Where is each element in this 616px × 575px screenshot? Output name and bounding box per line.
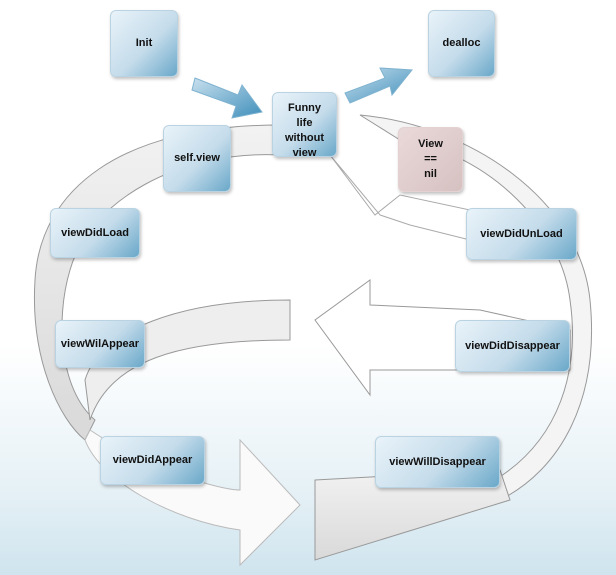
node-label: viewWillDisappear	[389, 455, 486, 468]
node-view-will-disappear: viewWillDisappear	[375, 436, 500, 488]
node-label: viewDidAppear	[112, 454, 193, 467]
node-funny-life: Funny life without view	[272, 92, 337, 159]
upper-cycle-band	[33, 124, 281, 441]
node-label: viewWilAppear	[60, 337, 140, 350]
funny-to-dealloc-arrow	[344, 67, 413, 104]
node-view-did-disappear: viewDidDisappear	[455, 320, 570, 372]
node-self-view: self.view	[163, 125, 231, 192]
node-init: Init	[110, 10, 178, 77]
init-to-funny-arrow	[191, 77, 263, 119]
node-label: viewDidUnLoad	[480, 227, 563, 240]
node-view-did-load: viewDidLoad	[50, 208, 140, 258]
node-label: viewDidDisappear	[465, 339, 560, 352]
node-view-will-appear: viewWilAppear	[55, 320, 145, 368]
node-label: Init	[135, 37, 153, 50]
node-view-did-unload: viewDidUnLoad	[466, 208, 577, 260]
node-dealloc: dealloc	[428, 10, 495, 77]
node-label: dealloc	[442, 37, 481, 50]
node-label: self.view	[174, 152, 220, 165]
node-label: viewDidLoad	[61, 226, 129, 239]
node-label: View == nil	[418, 138, 443, 180]
node-label: Funny life without view	[284, 102, 325, 159]
node-view-did-appear: viewDidAppear	[100, 436, 205, 485]
node-view-nil: View == nil	[398, 127, 463, 192]
